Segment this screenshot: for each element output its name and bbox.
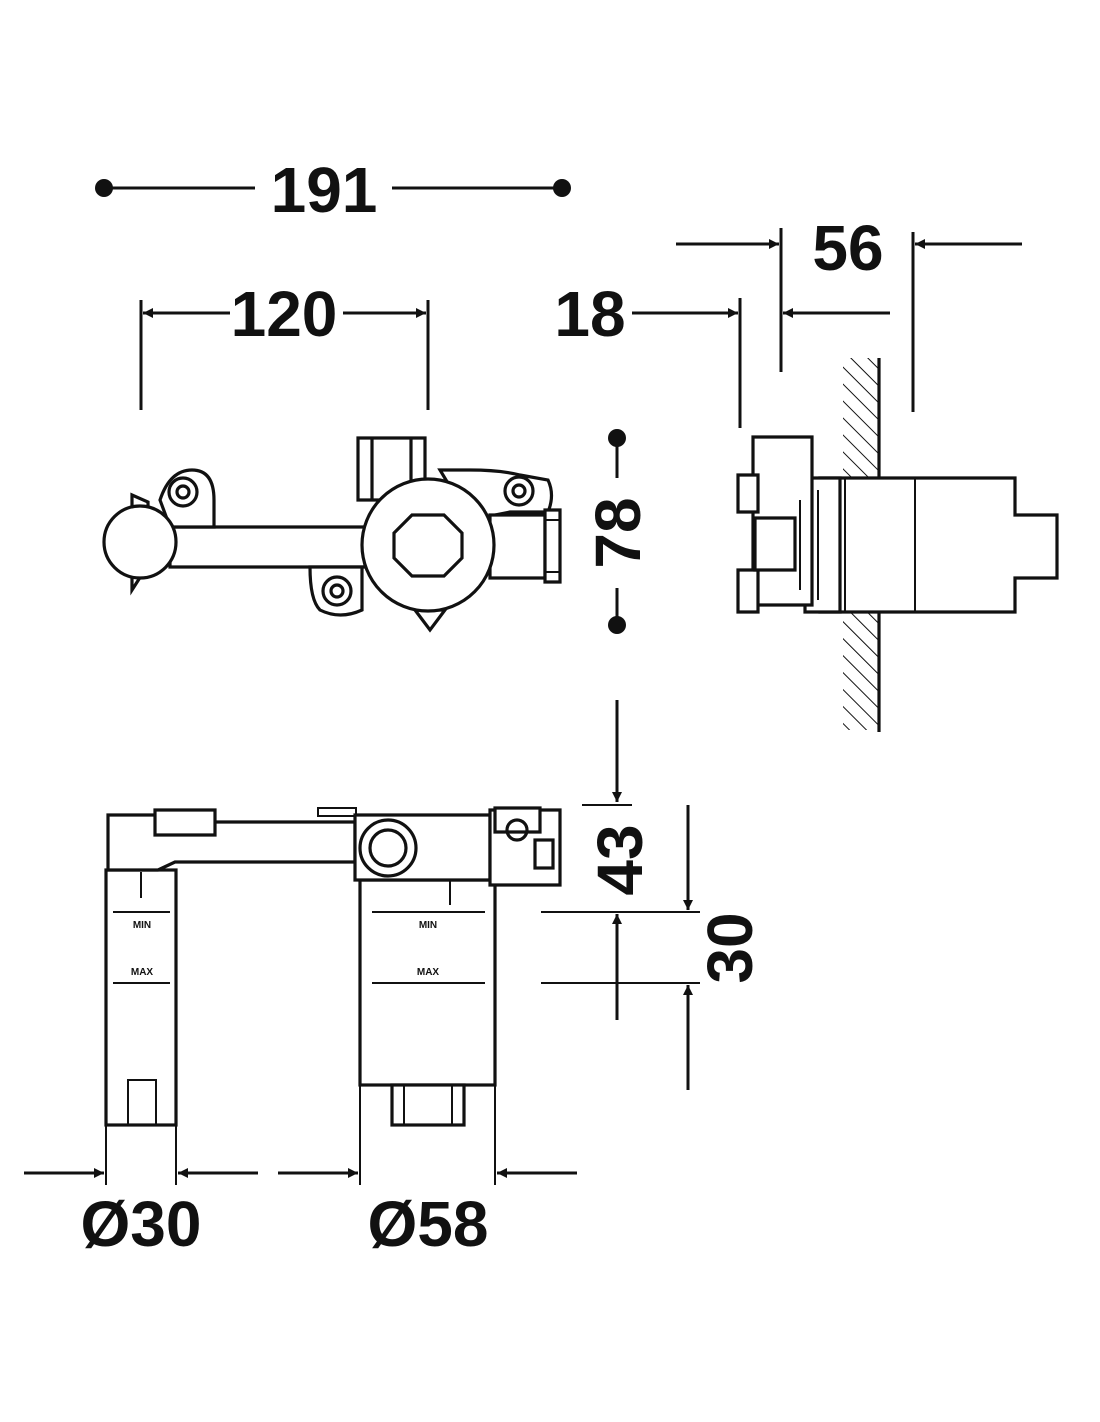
dimension-191-label: 191 — [271, 154, 378, 226]
sleeve-large-max: MAX — [417, 967, 440, 978]
dimension-120: 120 — [139, 278, 430, 410]
sleeve-small-max: MAX — [131, 967, 154, 978]
dimension-18-label: 18 — [554, 278, 625, 350]
dimension-120-label: 120 — [231, 278, 338, 350]
dimension-78-label: 78 — [582, 497, 654, 568]
dimension-43-label: 43 — [584, 824, 656, 895]
dimension-56-label: 56 — [812, 212, 883, 284]
dimension-dia-30: Ø30 — [24, 1125, 258, 1260]
front-view — [102, 436, 562, 633]
side-view — [736, 358, 1059, 732]
dimension-18: 18 — [554, 278, 890, 428]
sleeve-large-min: MIN — [419, 920, 437, 931]
top-view: MIN MAX MIN MAX — [104, 806, 562, 1127]
dimension-30-label: 30 — [694, 912, 766, 983]
dimension-43: 43 — [582, 700, 656, 1020]
sleeve-small-min: MIN — [133, 920, 151, 931]
dimension-56: 56 — [676, 212, 1022, 412]
dimension-dia-58-label: Ø58 — [368, 1188, 489, 1260]
dimension-30: 30 — [541, 805, 766, 1090]
dimension-dia-30-label: Ø30 — [81, 1188, 202, 1260]
dimension-191: 191 — [95, 154, 571, 226]
dimension-78: 78 — [582, 429, 654, 634]
dimension-dia-58: Ø58 — [278, 1085, 577, 1260]
